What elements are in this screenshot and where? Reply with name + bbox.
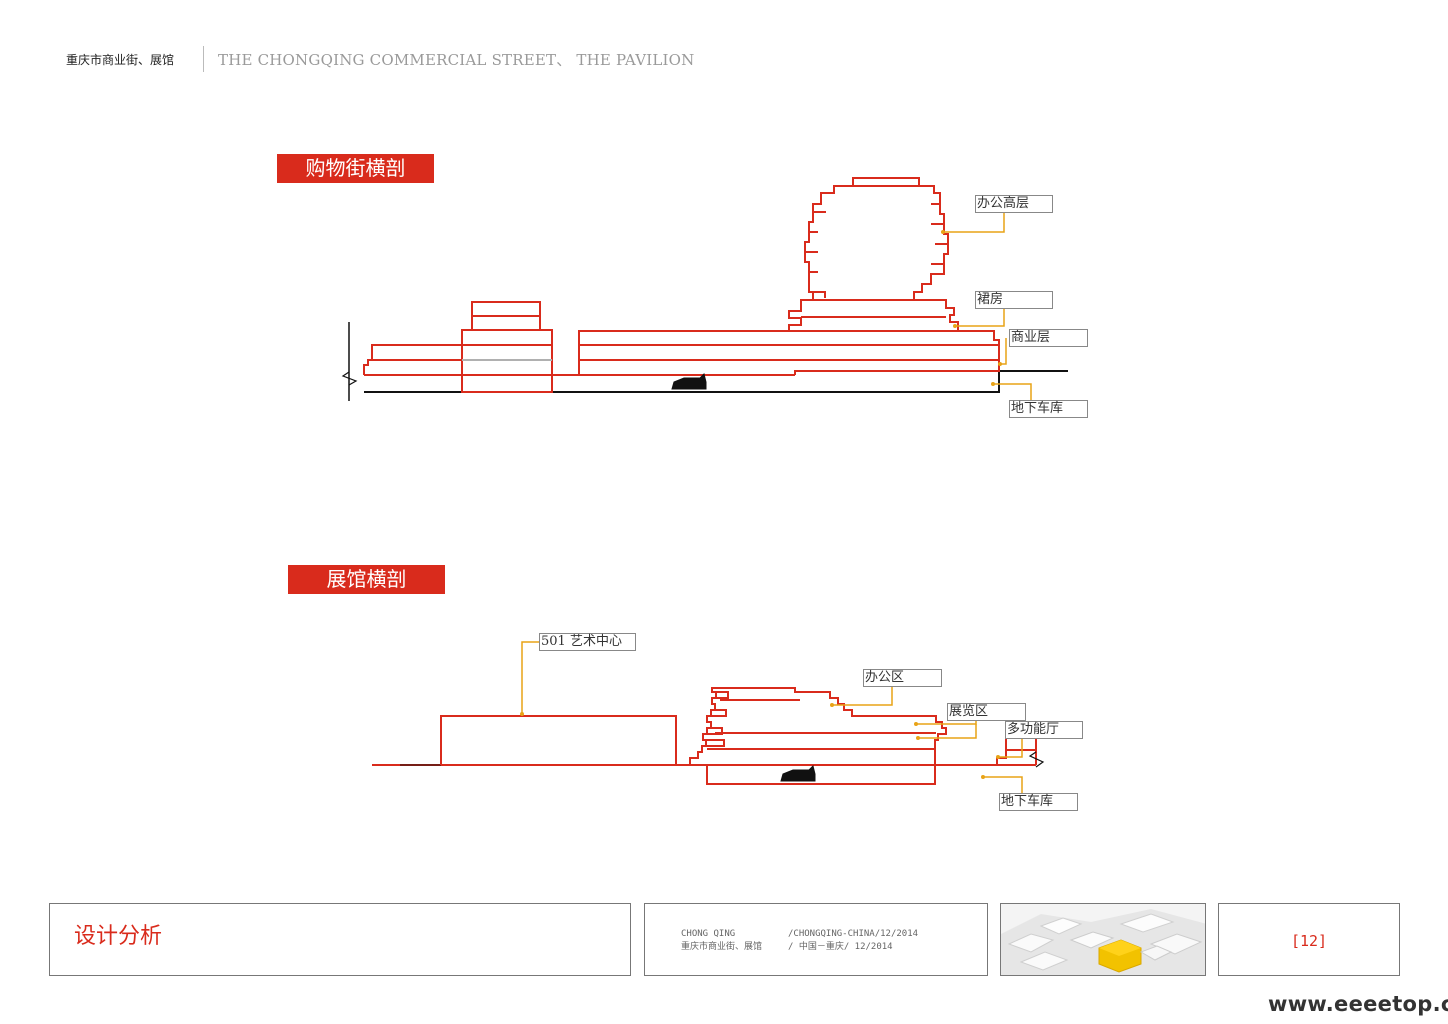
leader-office-area — [832, 678, 893, 706]
section1-break-mark — [341, 371, 358, 386]
section2-art-center — [440, 715, 677, 765]
section2-title: 展馆横剖 — [288, 565, 445, 594]
footer-thumbnail — [1000, 903, 1206, 976]
aerial-model-image — [1001, 904, 1205, 975]
label-garage-2: 地下车库 — [999, 793, 1078, 811]
leader-exhibition-2 — [918, 724, 977, 739]
leader-garage-2 — [983, 776, 1023, 795]
section1-drawing — [341, 177, 1068, 401]
footer-title: 设计分析 — [74, 924, 163, 949]
label-podium: 裙房 — [975, 291, 1053, 309]
label-garage: 地下车库 — [1009, 400, 1088, 418]
section1-podium — [788, 299, 959, 331]
section2-stair-detail — [704, 739, 725, 747]
footer-info-line1-left: CHONG QING — [681, 929, 736, 939]
section2-drawing — [372, 687, 1045, 785]
footer-info-line1-right: /CHONGQING-CHINA/12/2014 — [788, 929, 919, 939]
leader-garage — [993, 383, 1032, 402]
section2-break-mark — [1028, 751, 1045, 768]
leader-hall — [998, 730, 1023, 758]
footer-title-box: 设计分析 — [49, 903, 631, 976]
label-art-center: 501 艺术中心 — [539, 633, 636, 651]
footer-page-box: [12] — [1218, 903, 1400, 976]
section1-main-block — [578, 330, 1000, 375]
header-title-en: THE CHONGQING COMMERCIAL STREET、 THE PAV… — [218, 51, 695, 69]
watermark: www.eeeetop.com — [1268, 992, 1448, 1016]
section1-ground-line — [364, 370, 1068, 393]
footer-info-line2-left: 重庆市商业街、展馆 — [681, 942, 763, 952]
header-title-cn: 重庆市商业街、展馆 — [66, 53, 175, 67]
section1-left-block — [363, 344, 463, 392]
label-commercial-floor: 商业层 — [1009, 329, 1088, 347]
label-hall: 多功能厅 — [1005, 721, 1083, 739]
footer-info-box: CHONG QING /CHONGQING-CHINA/12/2014 重庆市商… — [644, 903, 988, 976]
footer-info-line2-right: / 中国－重庆/ 12/2014 — [788, 942, 893, 952]
section1-leaders — [941, 204, 1032, 402]
section2-stair-detail — [716, 691, 729, 699]
section2-stair-detail — [708, 727, 723, 735]
section2-leaders — [520, 641, 1023, 795]
header-divider — [203, 46, 204, 72]
label-exhibition: 展览区 — [947, 703, 1026, 721]
leader-art-center — [521, 641, 541, 714]
section2-hall — [996, 734, 1037, 765]
section2-basement — [706, 765, 936, 785]
section1-title: 购物街横剖 — [277, 154, 434, 183]
section1-ground-step — [794, 370, 1000, 375]
section2-stair-detail — [712, 709, 727, 717]
section1-car-icon — [671, 373, 707, 390]
section2-car-icon — [780, 765, 816, 782]
label-office-area: 办公区 — [863, 669, 942, 687]
leader-office-tower — [943, 204, 1005, 233]
label-office-tower: 办公高层 — [975, 195, 1053, 213]
section1-office-tower — [804, 177, 949, 300]
leader-commercial — [1000, 338, 1007, 365]
page-number: [12] — [1290, 932, 1328, 950]
